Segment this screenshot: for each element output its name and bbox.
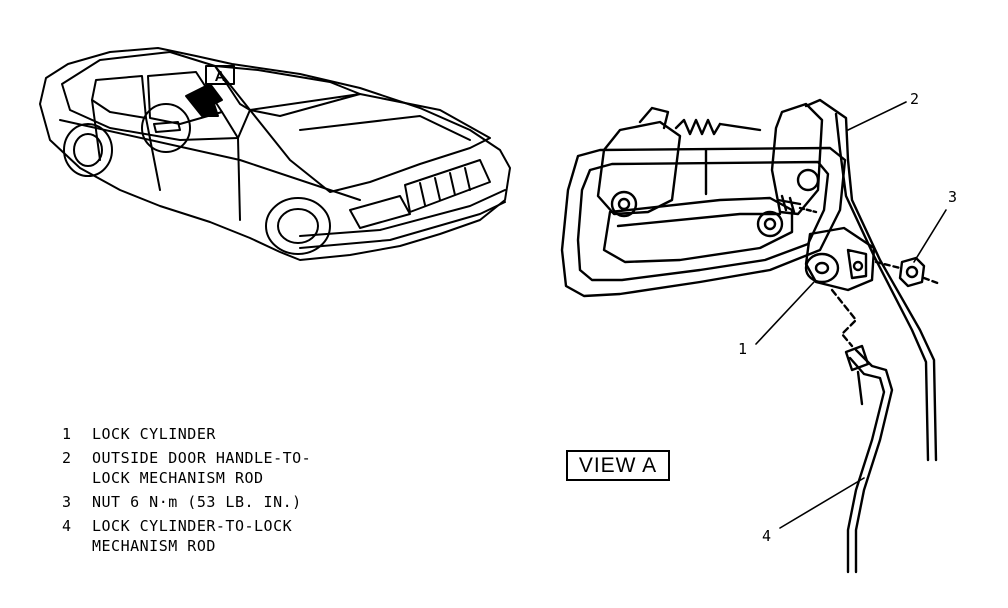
door-handle-bezel [560, 146, 847, 298]
callout-3: 3 [948, 188, 958, 206]
car-grille [404, 159, 491, 213]
door-handle-lever [602, 196, 794, 264]
leader-4 [779, 477, 865, 529]
legend-text: OUTSIDE DOOR HANDLE-TO- LOCK MECHANISM R… [92, 449, 312, 487]
legend-text: LOCK CYLINDER [92, 425, 216, 443]
callout-4: 4 [762, 527, 772, 545]
right-pivot-bracket [770, 102, 824, 216]
leader-1 [755, 281, 815, 345]
view-marker-text: A [215, 68, 226, 85]
view-title-box: VIEW A [566, 450, 670, 481]
legend-item: 3 NUT 6 N·m (53 LB. IN.) [62, 492, 392, 512]
leader-3 [913, 209, 947, 263]
car-body-outline [39, 47, 511, 261]
car-front-wheel [265, 197, 331, 255]
rod-handle-to-lock [804, 98, 938, 462]
legend-text: NUT 6 N·m (53 LB. IN.) [92, 493, 302, 511]
legend-number: 4 [62, 517, 72, 535]
legend-item: 4 LOCK CYLINDER-TO-LOCK MECHANISM ROD [62, 516, 392, 556]
car-rear-window [91, 75, 147, 119]
legend-number: 3 [62, 493, 72, 511]
car-rear-wheel [63, 123, 113, 177]
door-handle-callout-circle [141, 103, 191, 153]
legend-number: 2 [62, 449, 72, 467]
rod-cylinder-to-lock [854, 348, 894, 574]
legend-text: LOCK CYLINDER-TO-LOCK MECHANISM ROD [92, 517, 293, 555]
nut [898, 256, 926, 288]
stud [776, 194, 802, 214]
legend-item: 1 LOCK CYLINDER [62, 424, 392, 444]
left-pivot-bracket [596, 120, 682, 216]
callout-1: 1 [738, 340, 748, 358]
callout-2: 2 [910, 90, 920, 108]
view-title: VIEW A [578, 453, 658, 477]
legend-item: 2 OUTSIDE DOOR HANDLE-TO- LOCK MECHANISM… [62, 448, 392, 488]
parts-legend: 1 LOCK CYLINDER 2 OUTSIDE DOOR HANDLE-TO… [62, 424, 392, 560]
view-marker-box [205, 65, 235, 85]
car-hood [249, 93, 491, 193]
lock-cylinder [804, 226, 876, 292]
spring [674, 118, 722, 136]
leader-2 [847, 101, 907, 131]
legend-number: 1 [62, 425, 72, 443]
